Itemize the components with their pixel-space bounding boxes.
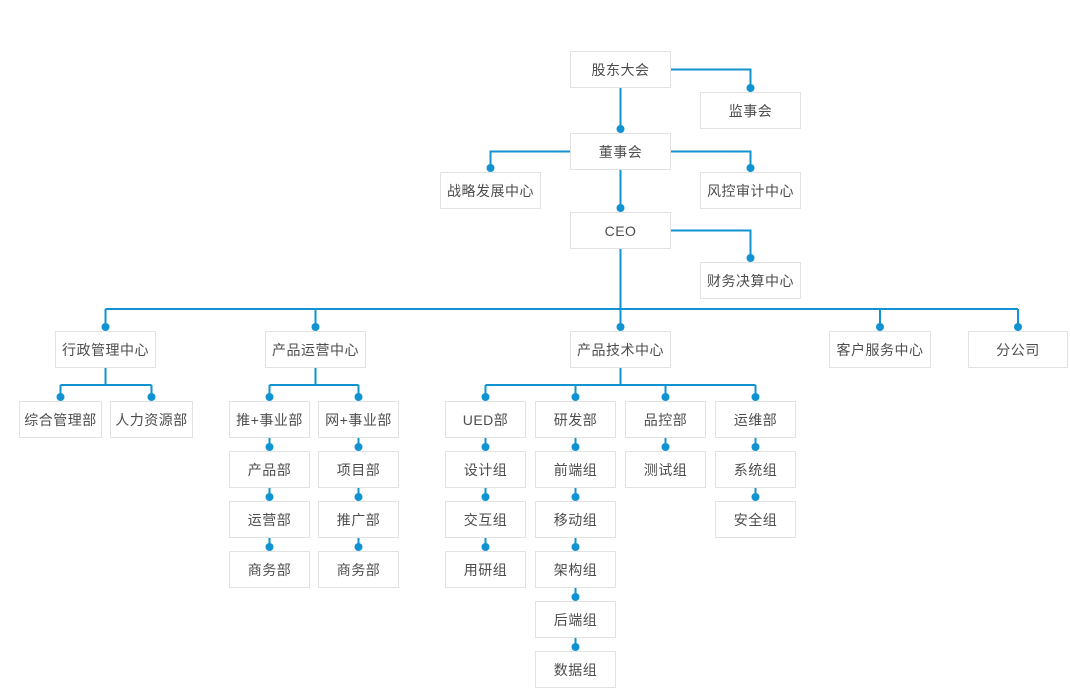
connector-dot <box>661 443 670 451</box>
node-product-ops-center[interactable]: 产品运营中心 <box>265 331 366 368</box>
connector-shareholders-to-supervisory <box>671 68 752 88</box>
node-interaction-group[interactable]: 交互组 <box>445 501 526 538</box>
node-hr-dept[interactable]: 人力资源部 <box>110 401 193 438</box>
connector-dot <box>571 593 580 601</box>
connector-dot <box>481 543 490 551</box>
connector-dot <box>354 393 363 401</box>
node-shareholders-meeting[interactable]: 股东大会 <box>570 51 671 88</box>
connector-board-to-strategy <box>489 150 570 168</box>
node-security-group[interactable]: 安全组 <box>715 501 796 538</box>
connector-dot <box>746 164 755 172</box>
node-data-group[interactable]: 数据组 <box>535 651 616 688</box>
node-supervisory-board[interactable]: 监事会 <box>700 92 801 129</box>
connector-dot <box>265 443 274 451</box>
connector-dot <box>746 84 755 92</box>
connector-dot <box>354 493 363 501</box>
node-business-dept-tui[interactable]: 商务部 <box>229 551 310 588</box>
node-user-research-group[interactable]: 用研组 <box>445 551 526 588</box>
connector-dot <box>1014 323 1022 331</box>
node-wang-division[interactable]: 网+事业部 <box>318 401 399 438</box>
node-risk-audit-center[interactable]: 风控审计中心 <box>700 172 801 209</box>
connector-dot <box>661 393 670 401</box>
connector-dot <box>571 643 580 651</box>
node-backend-group[interactable]: 后端组 <box>535 601 616 638</box>
connector-dot <box>265 493 274 501</box>
node-board-of-directors[interactable]: 董事会 <box>570 133 671 170</box>
node-operations-dept[interactable]: 运营部 <box>229 501 310 538</box>
node-tui-division[interactable]: 推+事业部 <box>229 401 310 438</box>
connector-dot <box>616 125 625 133</box>
node-strategy-dev-center[interactable]: 战略发展中心 <box>440 172 541 209</box>
connector-dot <box>265 393 274 401</box>
connector-dot <box>481 443 490 451</box>
connector-dot <box>876 323 884 331</box>
connector-dot <box>265 543 274 551</box>
node-mobile-group[interactable]: 移动组 <box>535 501 616 538</box>
connector-dot <box>486 164 495 172</box>
connector-board-to-risk-audit <box>671 150 752 168</box>
connector-dot <box>354 443 363 451</box>
connector-dot <box>616 323 625 331</box>
node-business-dept-wang[interactable]: 商务部 <box>318 551 399 588</box>
node-finance-center[interactable]: 财务决算中心 <box>700 262 801 299</box>
connector-dot <box>571 493 580 501</box>
connector-dot <box>571 543 580 551</box>
connector-dot <box>311 323 320 331</box>
connector-ceo-rail <box>104 249 1019 327</box>
connector-product-tech-subtree <box>484 368 757 397</box>
node-admin-center[interactable]: 行政管理中心 <box>55 331 156 368</box>
node-design-group[interactable]: 设计组 <box>445 451 526 488</box>
node-customer-service-center[interactable]: 客户服务中心 <box>829 331 931 368</box>
connector-dot <box>147 393 156 401</box>
node-om-dept[interactable]: 运维部 <box>715 401 796 438</box>
node-rd-dept[interactable]: 研发部 <box>535 401 616 438</box>
connector-dot <box>571 443 580 451</box>
connector-dot <box>571 393 580 401</box>
node-architecture-group[interactable]: 架构组 <box>535 551 616 588</box>
node-system-group[interactable]: 系统组 <box>715 451 796 488</box>
connector-dot <box>751 393 760 401</box>
connector-admin-subtree <box>59 368 153 397</box>
connector-dot <box>746 254 755 262</box>
node-product-dept[interactable]: 产品部 <box>229 451 310 488</box>
connector-dot <box>101 323 110 331</box>
node-ued-dept[interactable]: UED部 <box>445 401 526 438</box>
connector-dot <box>56 393 65 401</box>
node-promotion-dept[interactable]: 推广部 <box>318 501 399 538</box>
connector-dot <box>751 443 760 451</box>
connector-product-ops-subtree <box>268 368 360 397</box>
node-ceo[interactable]: CEO <box>570 212 671 249</box>
connector-dot <box>616 204 625 212</box>
connector-dot <box>354 543 363 551</box>
connector-dot <box>481 393 490 401</box>
node-frontend-group[interactable]: 前端组 <box>535 451 616 488</box>
node-product-tech-center[interactable]: 产品技术中心 <box>570 331 671 368</box>
node-branch-company[interactable]: 分公司 <box>968 331 1068 368</box>
connector-dot <box>751 493 760 501</box>
connector-dot <box>481 493 490 501</box>
node-qc-dept[interactable]: 品控部 <box>625 401 706 438</box>
node-general-mgmt-dept[interactable]: 综合管理部 <box>19 401 102 438</box>
node-project-dept[interactable]: 项目部 <box>318 451 399 488</box>
connector-ceo-to-finance <box>671 229 752 258</box>
node-testing-group[interactable]: 测试组 <box>625 451 706 488</box>
